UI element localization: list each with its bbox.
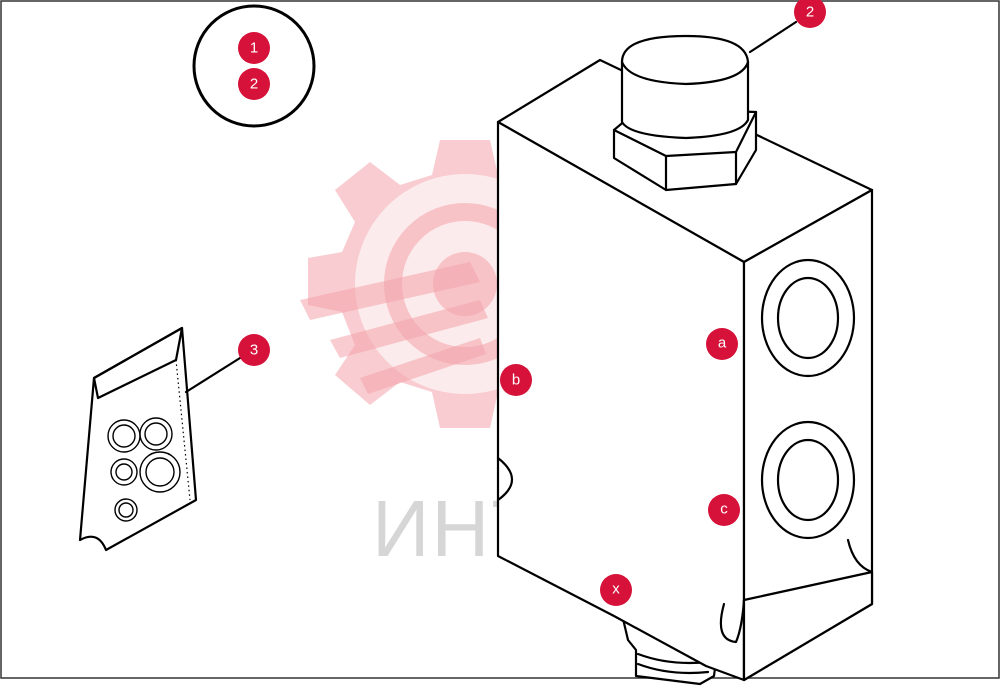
callout-legend-1: 1	[238, 32, 270, 64]
callout-seal-kit: 3	[238, 334, 270, 366]
callout-plug: 2	[794, 0, 826, 28]
svg-text:c: c	[720, 501, 728, 518]
callout-legend-2: 2	[238, 68, 270, 100]
svg-text:a: a	[718, 335, 727, 352]
callout-port-c: c	[708, 494, 740, 526]
plug-leader	[748, 20, 798, 54]
svg-text:2: 2	[250, 76, 258, 93]
callout-port-a: a	[706, 328, 738, 360]
seal-kit-bag	[78, 326, 198, 552]
legend-circle	[192, 4, 316, 128]
svg-text:x: x	[612, 581, 620, 598]
top-plug	[612, 34, 758, 192]
seal-kit-leader	[184, 356, 242, 394]
svg-text:2: 2	[806, 4, 814, 21]
callout-port-x: x	[600, 574, 632, 606]
svg-text:1: 1	[250, 40, 258, 57]
valve-block	[496, 58, 874, 686]
svg-text:b: b	[512, 372, 520, 389]
callout-port-b: b	[500, 364, 532, 396]
svg-text:3: 3	[250, 342, 258, 359]
